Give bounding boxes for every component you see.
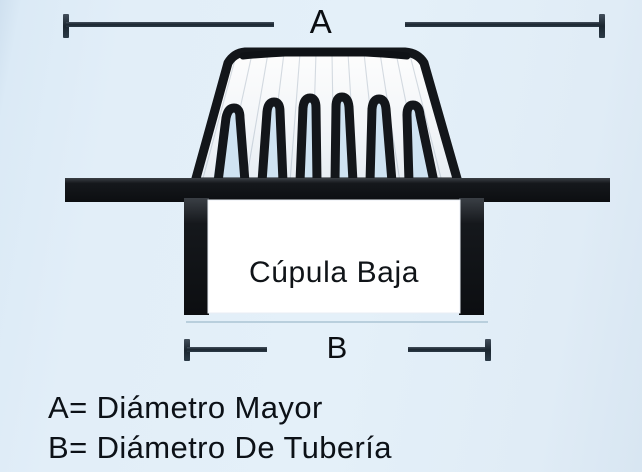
dome-ribs <box>213 92 439 187</box>
dome-caption: Cúpula Baja <box>248 256 420 289</box>
caption-panel <box>208 200 460 313</box>
caption-panel-border <box>207 199 461 314</box>
dome-crown <box>239 48 411 60</box>
flange-bar <box>65 178 610 202</box>
legend-line-a: A= Diámetro Mayor <box>48 390 323 425</box>
dimension-line-b <box>184 339 491 361</box>
legend: A= Diámetro Mayor B= Diámetro De Tubería <box>48 388 608 468</box>
dimension-b-label: B <box>326 330 348 365</box>
dimension-line-a <box>63 14 605 38</box>
pipe-wall-left <box>184 198 209 315</box>
legend-line-b: B= Diámetro De Tubería <box>48 430 392 465</box>
dome-strainer-body <box>190 47 463 187</box>
pipe-wall-right <box>459 198 484 315</box>
dimension-a-label: A <box>309 3 333 40</box>
